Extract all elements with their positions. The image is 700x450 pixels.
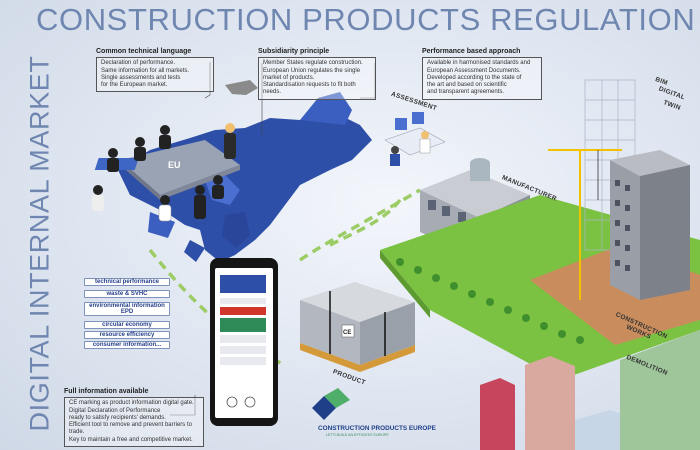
city-blocks — [480, 330, 700, 450]
info-pill-technical-performance: technical performance — [84, 278, 170, 286]
ground-edge — [380, 250, 430, 318]
callout-line: ready to satisfy recipients' demands. — [69, 414, 166, 421]
callout-line: Declaration of performance. — [101, 60, 176, 67]
callout-heading: Subsidiarity principle — [258, 48, 330, 55]
callout-body: Member States regulate construction. Eur… — [258, 57, 376, 100]
callout-body: Declaration of performance. Same informa… — [96, 57, 214, 93]
smartphone — [210, 258, 278, 426]
meeting-table: EU — [94, 140, 240, 200]
tree-row — [396, 258, 584, 344]
callout-line: CE marking as product information digita… — [69, 400, 194, 407]
svg-text:EU: EU — [168, 160, 181, 170]
side-title: DIGITAL INTERNAL MARKET — [24, 55, 55, 432]
tower-under-construction — [610, 150, 690, 300]
callout-body: Available in harmonised standards and Eu… — [422, 57, 542, 100]
callout-line: Standardisation requests to fit both — [263, 82, 356, 89]
callout-line: European Union regulates the single — [263, 67, 361, 74]
info-pill-circular-economy: circular economy — [84, 321, 170, 329]
callout-line: market of products. — [263, 74, 315, 81]
callout-full-info: Full information available CE marking as… — [64, 388, 204, 448]
callout-line: European Assessment Documents. — [427, 67, 521, 74]
info-pill-waste: waste & SVHC — [84, 290, 170, 298]
callout-line: Developed according to the state of — [427, 74, 522, 81]
callout-line: Available in harmonised standards and — [427, 60, 531, 67]
callout-line: Member States regulate construction. — [263, 60, 363, 67]
callout-line: the art and based on scientific — [427, 82, 507, 89]
callout-heading: Performance based approach — [422, 48, 521, 55]
callout-heading: Full information available — [64, 388, 149, 395]
info-pill-consumer-information: consumer information... — [84, 341, 170, 349]
callout-subsidiarity: Subsidiarity principle Member States reg… — [258, 48, 376, 100]
assessment-lab — [384, 112, 446, 166]
meeting-people — [92, 123, 236, 222]
callout-line: Single assessments and tests — [101, 74, 181, 81]
logo-mark — [312, 388, 350, 420]
callout-common-language: Common technical language Declaration of… — [96, 48, 214, 93]
logo-name: CONSTRUCTION PRODUCTS EUROPE — [318, 425, 436, 432]
callout-line: needs. — [263, 89, 282, 96]
callout-line: Efficient tool to remove and prevent bar… — [69, 422, 192, 436]
callout-performance: Performance based approach Available in … — [422, 48, 542, 100]
callout-line: for the European market. — [101, 82, 168, 89]
callout-body: CE marking as product information digita… — [64, 397, 204, 448]
callout-line: Digital Declaration of Performance — [69, 407, 161, 414]
info-pill-environmental: environmental information EPD — [84, 302, 170, 316]
crane — [548, 149, 622, 300]
callout-heading: Common technical language — [96, 48, 192, 55]
callout-line: Key to maintain a free and competitive m… — [69, 436, 193, 443]
product-pallet: CE — [300, 282, 415, 372]
logo-tagline: LET'S BUILD AN EFFICIENT EUROPE — [326, 433, 389, 437]
callout-line: Same information for all markets. — [101, 67, 190, 74]
info-pill-resource-efficiency: resource efficiency — [84, 331, 170, 339]
main-title: CONSTRUCTION PRODUCTS REGULATION — [36, 2, 696, 37]
svg-text:CE: CE — [343, 330, 351, 336]
callout-line: and transparent agreements. — [427, 89, 505, 96]
